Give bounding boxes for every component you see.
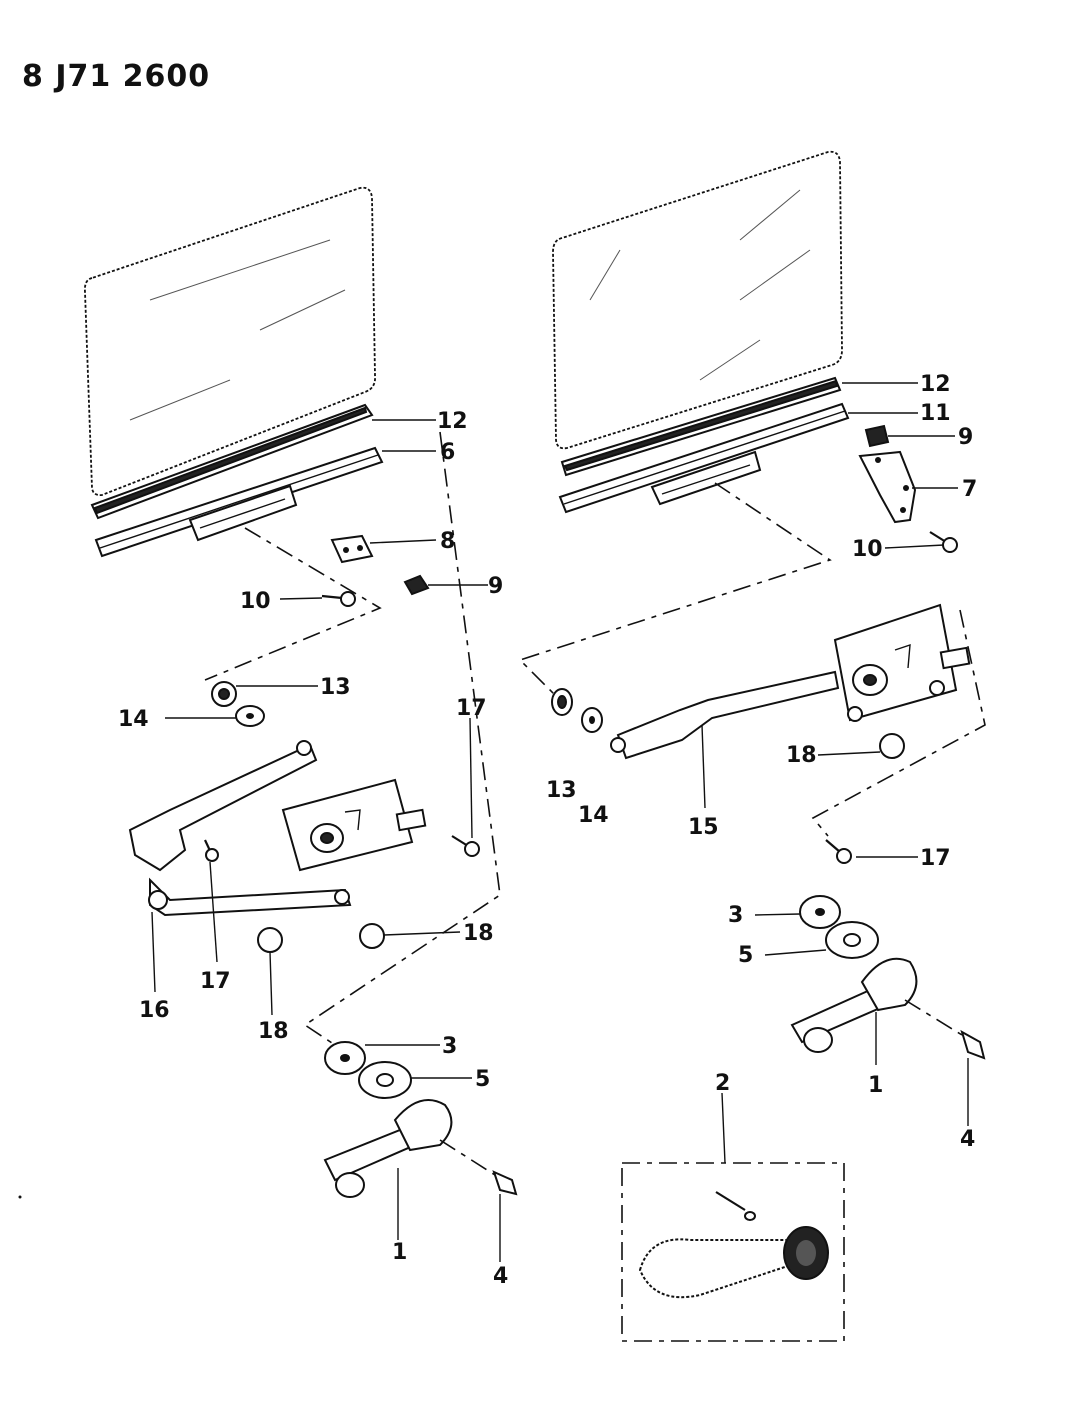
left-dashline-crank-to-screw <box>439 1139 496 1176</box>
inset-box <box>621 1162 845 1342</box>
right-regulator-arm-15 <box>610 670 840 760</box>
right-washer-5 <box>825 921 879 959</box>
right-retainer-13 <box>551 688 573 716</box>
left-nut-18-center <box>257 927 283 953</box>
left-nut-18-right <box>359 923 385 949</box>
right-washer-14 <box>581 707 603 733</box>
left-bracket-8 <box>330 534 374 564</box>
right-lift-channel <box>558 402 850 514</box>
right-glass-channel <box>560 376 842 477</box>
right-screw-10 <box>929 531 958 553</box>
left-dashline-regulator-to-crank <box>303 431 501 1046</box>
callout-5-left: 5 <box>475 1067 490 1092</box>
callout-leaders <box>151 382 969 1262</box>
callout-17-right: 17 <box>920 846 951 871</box>
left-crank-handle-1 <box>323 1099 453 1198</box>
right-bumper-9 <box>864 424 890 448</box>
callout-12-right: 12 <box>920 372 951 397</box>
callout-5-right: 5 <box>738 943 753 968</box>
right-dashline-channel-to-arm <box>518 482 832 696</box>
left-bezel-3 <box>324 1041 366 1075</box>
right-dashline-crank-to-screw <box>904 999 963 1036</box>
callout-4-left: 4 <box>493 1264 508 1289</box>
callout-15: 15 <box>688 815 719 840</box>
callout-10-right: 10 <box>852 537 883 562</box>
left-dashline-glass-to-regulator <box>204 527 382 681</box>
left-bolt-17-upper <box>451 835 480 857</box>
callout-6: 6 <box>440 440 455 465</box>
inset-crank-handle-2 <box>638 1191 829 1299</box>
right-bolt-17 <box>825 839 852 864</box>
callout-14-left: 14 <box>118 707 149 732</box>
callout-3-right: 3 <box>728 903 743 928</box>
left-screw-4 <box>492 1170 518 1196</box>
callout-17-left-lower: 17 <box>200 969 231 994</box>
left-regulator-gear-housing <box>281 778 427 872</box>
callout-8: 8 <box>440 529 455 554</box>
left-lift-channel <box>94 446 384 558</box>
left-regulator-arm-16 <box>128 740 352 917</box>
callout-18-left-lower: 18 <box>258 1019 289 1044</box>
left-washer-14 <box>235 705 265 727</box>
callout-12-left: 12 <box>437 409 468 434</box>
callout-9-right: 9 <box>958 425 973 450</box>
callout-18-left-right: 18 <box>463 921 494 946</box>
stray-dot <box>18 1195 22 1199</box>
callout-2: 2 <box>715 1071 730 1096</box>
callout-17-left-upper: 17 <box>456 696 487 721</box>
left-glass-channel <box>90 403 374 520</box>
right-bezel-3 <box>799 895 841 929</box>
left-bolt-17-lower <box>204 839 219 862</box>
right-crank-handle-1 <box>790 957 918 1053</box>
left-washer-5 <box>358 1061 412 1099</box>
left-bumper-9 <box>403 574 430 596</box>
callout-4-right: 4 <box>960 1127 975 1152</box>
callout-11: 11 <box>920 401 951 426</box>
callout-3-left: 3 <box>442 1034 457 1059</box>
callout-14-right: 14 <box>578 803 609 828</box>
right-screw-4 <box>960 1029 986 1060</box>
callout-9-left: 9 <box>488 574 503 599</box>
callout-13-left: 13 <box>320 675 351 700</box>
callout-10-left: 10 <box>240 589 271 614</box>
right-regulator-gear-housing <box>833 603 971 722</box>
left-retainer-13 <box>211 681 237 707</box>
callout-16: 16 <box>139 998 170 1023</box>
right-nut-18 <box>879 733 905 759</box>
callout-1-left: 1 <box>392 1240 407 1265</box>
diagram-code: 8 J71 2600 <box>22 59 210 94</box>
callout-7: 7 <box>962 477 977 502</box>
callout-1-right: 1 <box>868 1073 883 1098</box>
left-window-glass <box>83 186 376 497</box>
right-window-glass <box>552 150 843 450</box>
right-dashline-regulator-to-crank <box>811 609 986 837</box>
callout-13-right: 13 <box>546 778 577 803</box>
callout-18-right: 18 <box>786 743 817 768</box>
left-screw-10 <box>321 591 356 607</box>
right-bracket-7 <box>858 450 917 524</box>
